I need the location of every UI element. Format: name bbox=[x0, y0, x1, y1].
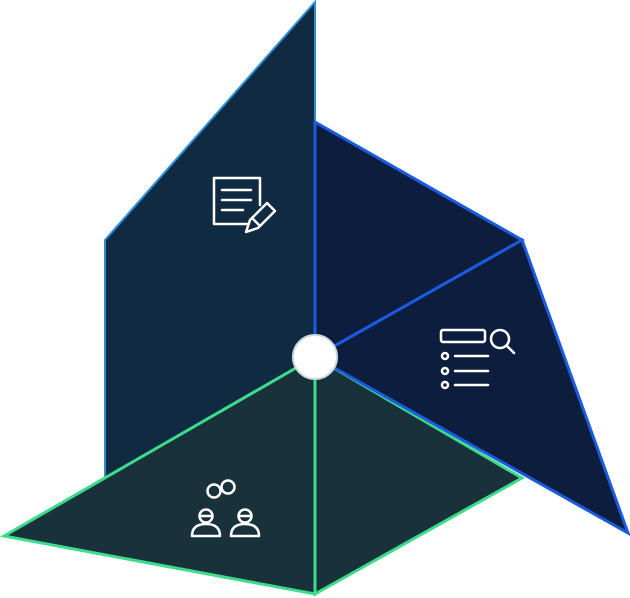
list-search-icon bbox=[439, 328, 516, 390]
people-link-icon bbox=[190, 479, 261, 538]
center-hub bbox=[292, 334, 338, 380]
segment-list-search bbox=[311, 237, 630, 536]
document-edit-icon bbox=[212, 176, 277, 234]
